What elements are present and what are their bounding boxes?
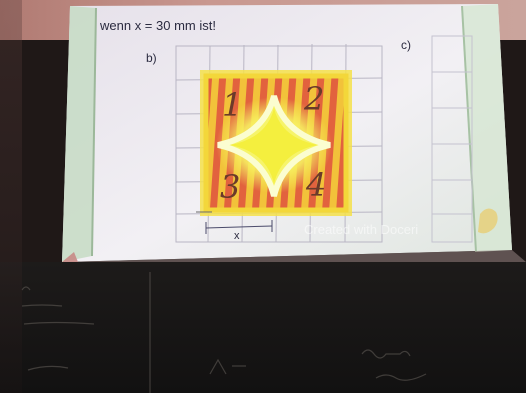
grid-panel-c <box>431 35 473 243</box>
quadrant-number-1: 1 <box>222 86 243 124</box>
four-point-star <box>216 95 332 197</box>
right-frame-strip <box>462 4 512 252</box>
hand-tool-icon <box>478 208 498 234</box>
dimension-label: x <box>234 230 240 242</box>
slide-heading: wenn x = 30 mm ist! <box>100 18 216 33</box>
quadrant-number-2: 2 <box>304 80 325 118</box>
label-b: b) <box>146 51 157 65</box>
chalk-marks <box>21 272 427 393</box>
left-shadow <box>0 0 22 393</box>
dimension-marker <box>196 211 273 234</box>
quadrant-number-4: 4 <box>306 166 327 204</box>
left-frame-strip <box>62 6 96 262</box>
label-c: c) <box>401 38 411 52</box>
quadrant-number-3: 3 <box>220 168 241 206</box>
doceri-watermark: Created with Doceri <box>304 222 419 237</box>
chalkboard <box>0 262 526 393</box>
